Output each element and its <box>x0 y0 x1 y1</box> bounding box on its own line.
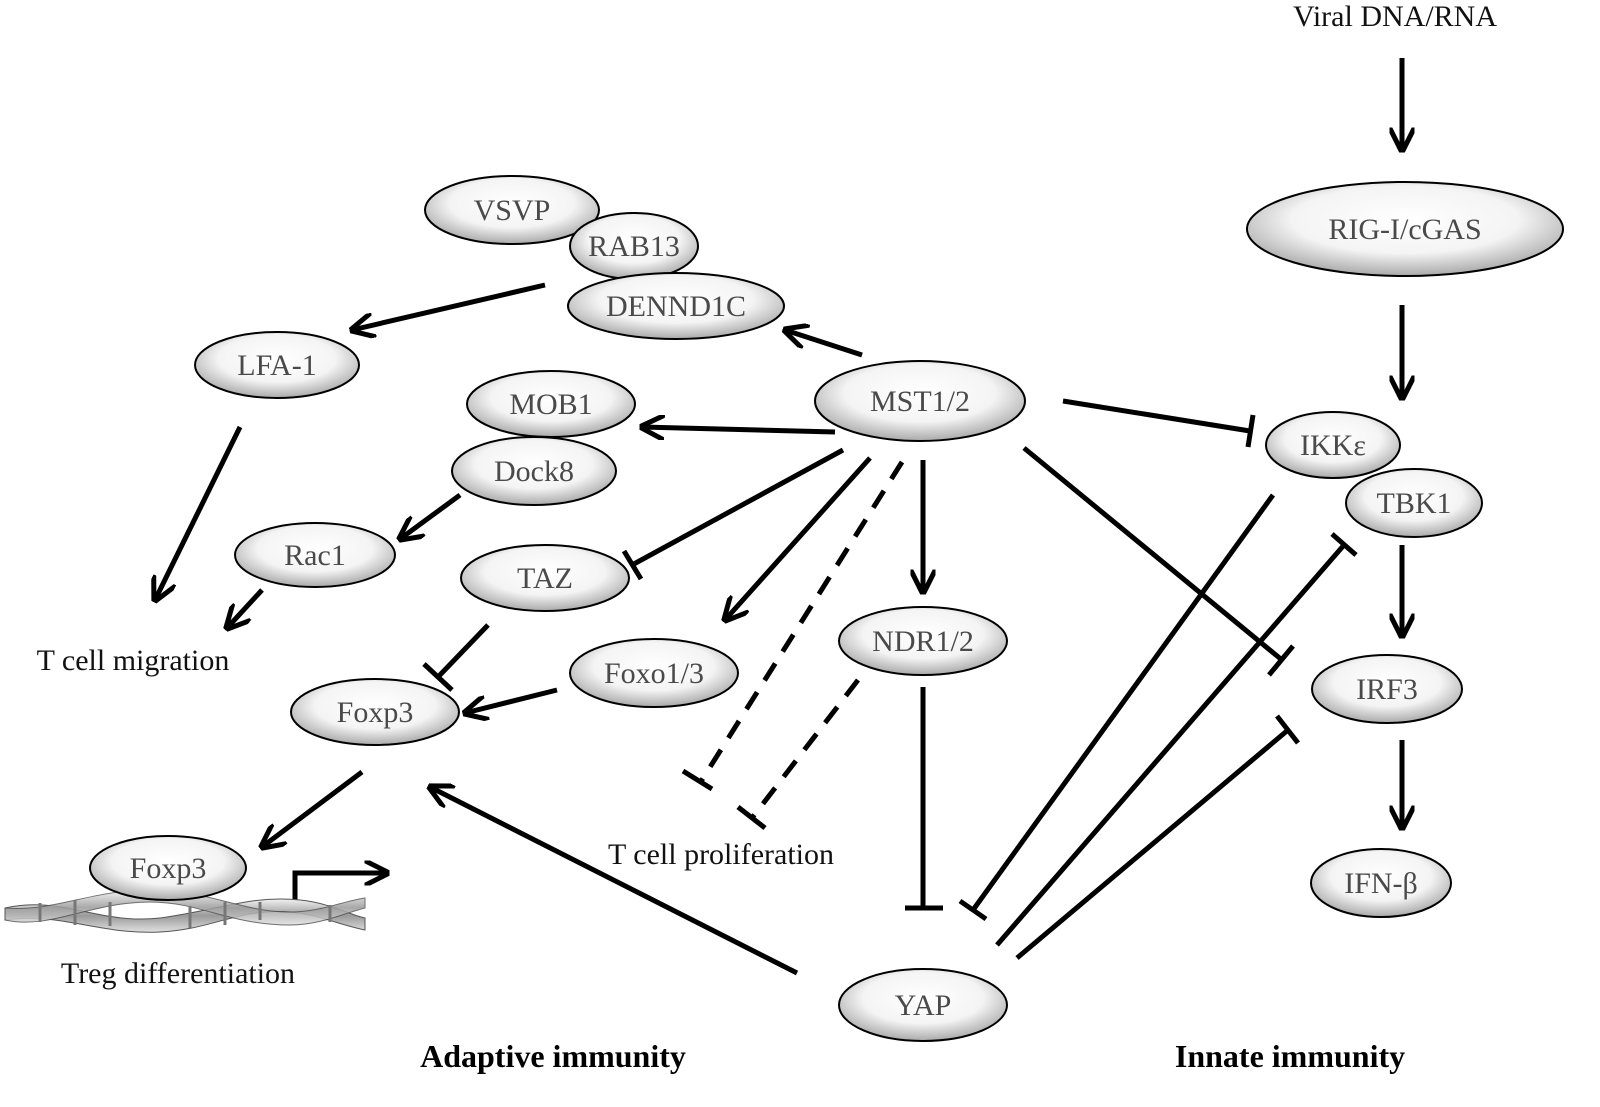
node-ikke: IKKε <box>1265 411 1401 479</box>
edge-lfa1-to-migration <box>155 425 243 600</box>
node-rac1-label: Rac1 <box>284 539 346 572</box>
node-ikke-label: IKKε <box>1300 429 1366 462</box>
edges <box>155 58 1402 976</box>
node-ndr12: NDR1/2 <box>838 606 1008 676</box>
innate-immunity-title: Innate immunity <box>1175 1038 1405 1074</box>
node-lfa1: LFA-1 <box>194 331 360 399</box>
node-foxp3-dna: Foxp3 <box>89 835 247 901</box>
node-foxp3-label: Foxp3 <box>337 696 414 729</box>
node-ifnb-label: IFN-β <box>1344 867 1418 900</box>
section-titles: Adaptive immunity Innate immunity <box>420 1038 1405 1074</box>
node-rigi-label: RIG-I/cGAS <box>1328 213 1481 246</box>
inhib-bar <box>736 805 767 830</box>
node-taz-label: TAZ <box>517 562 573 595</box>
inhib-ndr-to-proliferation-dashed <box>750 678 860 820</box>
inhib-mst-to-ikke <box>1062 398 1251 434</box>
inhib-bar <box>422 662 454 692</box>
edge-foxp3-to-dna <box>262 770 364 847</box>
viral-dna-rna-label: Viral DNA/RNA <box>1293 0 1497 33</box>
inhib-bar <box>621 549 644 581</box>
adaptive-immunity-title: Adaptive immunity <box>420 1038 686 1074</box>
edge-mst-to-mob1 <box>642 427 836 432</box>
inhib-bar <box>1267 644 1295 677</box>
node-mob1-label: MOB1 <box>509 388 592 421</box>
edge-complex-to-lfa1 <box>352 282 546 330</box>
node-dock8-label: Dock8 <box>494 455 574 488</box>
node-rigi: RIG-I/cGAS <box>1246 181 1564 277</box>
node-mob1: MOB1 <box>466 370 636 438</box>
node-mst12: MST1/2 <box>814 360 1026 442</box>
node-mst12-label: MST1/2 <box>870 385 970 418</box>
node-yap: YAP <box>838 968 1008 1042</box>
edge-mst-to-foxo13 <box>725 456 872 620</box>
free-labels: Viral DNA/RNA T cell migration T cell pr… <box>37 0 1498 990</box>
inhib-mst-to-irf3 <box>1022 446 1284 662</box>
treg-differentiation-label: Treg differentiation <box>61 957 295 990</box>
node-foxo13-label: Foxo1/3 <box>604 657 704 690</box>
inhib-yap-to-irf3 <box>1015 728 1290 960</box>
node-taz: TAZ <box>460 544 630 612</box>
transcription-start-arrow <box>292 873 387 905</box>
node-dock8: Dock8 <box>451 436 617 506</box>
edge-rac1-to-migration <box>227 588 264 628</box>
inhib-mst-to-taz <box>630 447 845 568</box>
node-dennd1c-label: DENND1C <box>606 290 746 323</box>
edge-mst-to-dennd1c <box>785 330 863 358</box>
inhib-bar <box>681 768 714 792</box>
node-lfa1-label: LFA-1 <box>237 349 316 382</box>
node-rab13-label: RAB13 <box>588 230 680 263</box>
node-irf3-label: IRF3 <box>1356 673 1418 706</box>
node-rab13: RAB13 <box>569 212 699 280</box>
edge-yap-to-foxp3 <box>430 787 799 976</box>
node-vsvp: VSVP <box>424 175 600 245</box>
edge-dock8-to-rac1 <box>400 492 462 539</box>
node-ifnb: IFN-β <box>1310 848 1452 918</box>
edge-foxo13-to-foxp3 <box>465 687 558 713</box>
inhib-bar <box>958 898 988 922</box>
inhib-bar <box>1245 414 1256 448</box>
dna-helix-icon <box>4 889 366 933</box>
node-dennd1c: DENND1C <box>567 272 785 340</box>
t-cell-proliferation-label: T cell proliferation <box>608 838 834 871</box>
nodes: VSVP RAB13 DENND1C LFA-1 MOB1 Dock8 Rac1 <box>89 175 1564 1042</box>
node-irf3: IRF3 <box>1311 654 1463 724</box>
node-ndr12-label: NDR1/2 <box>872 625 974 658</box>
inhib-bar <box>1275 714 1300 745</box>
node-foxp3: Foxp3 <box>290 678 460 746</box>
inhib-ikke-to-yap <box>970 493 1276 912</box>
inhib-taz-to-foxp3 <box>436 623 490 679</box>
inhib-mst-to-proliferation-dashed <box>697 460 905 785</box>
inhib-bar <box>1330 532 1358 557</box>
node-vsvp-label: VSVP <box>474 194 551 227</box>
node-rac1: Rac1 <box>234 522 396 588</box>
node-foxo13: Foxo1/3 <box>569 638 739 708</box>
t-cell-migration-label: T cell migration <box>37 644 230 677</box>
node-tbk1: TBK1 <box>1345 468 1483 538</box>
inhib-yap-to-tbk1 <box>995 543 1346 947</box>
node-yap-label: YAP <box>895 989 952 1022</box>
node-tbk1-label: TBK1 <box>1377 487 1452 520</box>
node-foxp3-dna-label: Foxp3 <box>130 852 207 885</box>
